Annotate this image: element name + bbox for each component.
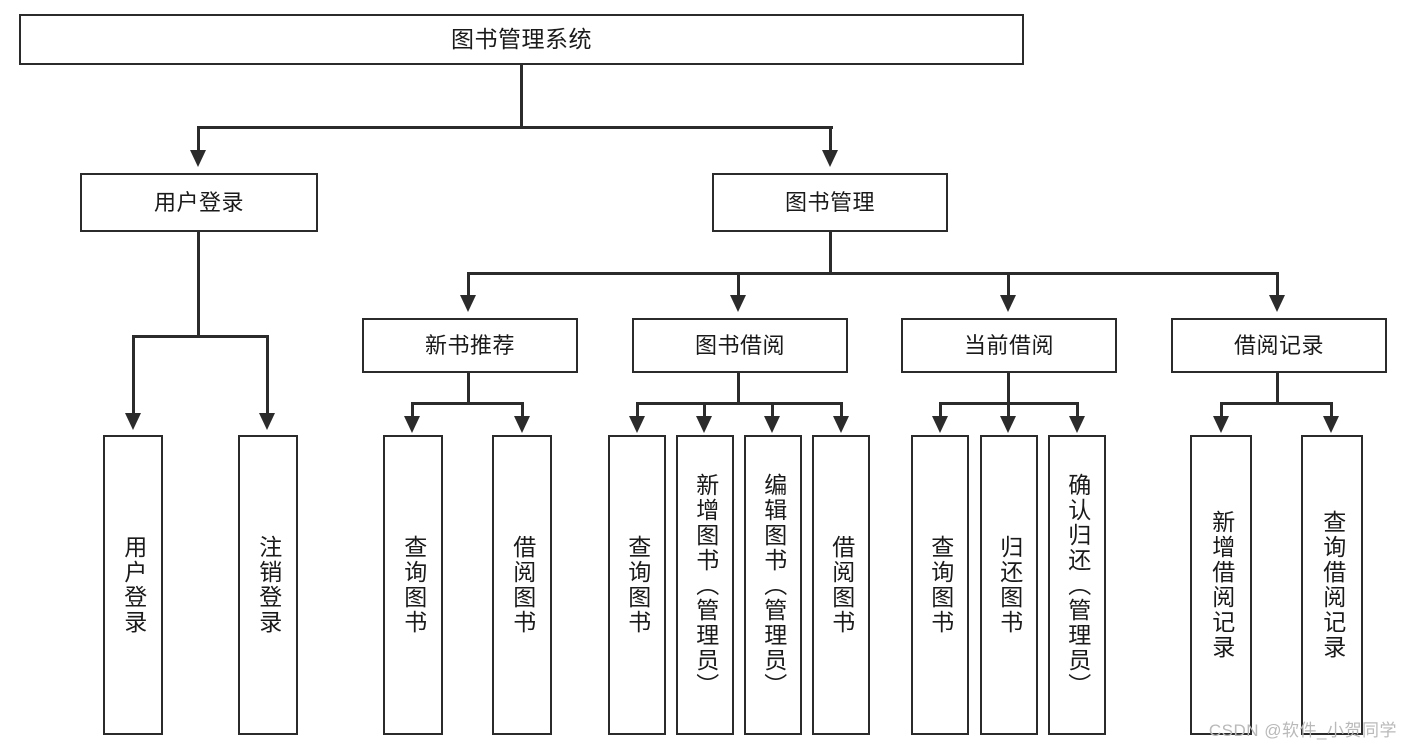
connector-current-borrow-stem [1007,373,1010,404]
connector-cb-to-leaf-1 [1007,402,1010,420]
node-current-borrow[interactable]: 当前借阅 [901,318,1117,373]
node-label: 确认归还（管理员） [1064,472,1091,698]
node-label: 编辑图书（管理员） [760,472,787,698]
node-user-login[interactable]: 用户登录 [80,173,318,232]
node-label: 注销登录 [255,535,282,635]
connector-root-to-user-login [197,126,200,154]
leaf-book-borrow-add-book-admin[interactable]: 新增图书（管理员） [676,435,734,735]
arrowhead-root-to-user-login [190,150,206,167]
leaf-current-borrow-return-book[interactable]: 归还图书 [980,435,1038,735]
connector-cb-to-leaf-2 [1076,402,1079,420]
arrowhead-bb-to-leaf-1 [696,416,712,433]
connector-root-bar [197,126,833,129]
connector-root-stem [520,65,523,128]
node-borrow-record[interactable]: 借阅记录 [1171,318,1387,373]
connector-bm-to-borrow-record [1276,272,1279,299]
connector-user-login-stem [197,232,200,337]
watermark-text: CSDN @软件_小贺同学 [1208,721,1397,740]
node-label: 借阅图书 [509,535,536,635]
connector-bb-to-leaf-3 [840,402,843,420]
node-label: 借阅记录 [1233,332,1324,358]
connector-bb-to-leaf-1 [703,402,706,420]
connector-book-borrow-bar [636,402,843,405]
arrowhead-bm-to-borrow-record [1269,295,1285,312]
leaf-user-login-logout[interactable]: 注销登录 [238,435,298,735]
connector-borrow-record-bar [1220,402,1333,405]
node-label: 用户登录 [153,189,244,215]
node-book-management[interactable]: 图书管理 [712,173,948,232]
arrowhead-bm-to-new-book [460,295,476,312]
node-label: 图书借阅 [694,332,785,358]
connector-cb-to-leaf-0 [939,402,942,420]
node-book-borrow[interactable]: 图书借阅 [632,318,848,373]
leaf-book-borrow-borrow-book[interactable]: 借阅图书 [812,435,870,735]
connector-book-management-stem [829,232,832,274]
connector-user-login-to-leaf-0 [132,335,135,417]
node-label: 归还图书 [996,535,1023,635]
leaf-book-borrow-query-book[interactable]: 查询图书 [608,435,666,735]
arrowhead-root-to-book-management [822,150,838,167]
arrowhead-bm-to-book-borrow [730,295,746,312]
leaf-current-borrow-confirm-return-admin[interactable]: 确认归还（管理员） [1048,435,1106,735]
node-label: 当前借阅 [963,332,1054,358]
leaf-new-book-query-book[interactable]: 查询图书 [383,435,443,735]
leaf-book-borrow-edit-book-admin[interactable]: 编辑图书（管理员） [744,435,802,735]
connector-new-book-to-leaf-1 [521,402,524,420]
arrowhead-cb-to-leaf-2 [1069,416,1085,433]
connector-book-borrow-stem [737,373,740,404]
node-label: 图书管理系统 [451,25,592,52]
connector-borrow-record-stem [1276,373,1279,404]
arrowhead-bm-to-current-borrow [1000,295,1016,312]
connector-bm-to-new-book [467,272,470,299]
arrowhead-cb-to-leaf-1 [1000,416,1016,433]
node-label: 新书推荐 [424,332,515,358]
arrowhead-bb-to-leaf-2 [764,416,780,433]
node-label: 查询借阅记录 [1319,510,1346,660]
arrowhead-new-book-to-leaf-0 [404,416,420,433]
arrowhead-br-to-leaf-0 [1213,416,1229,433]
connector-user-login-to-leaf-1 [266,335,269,417]
node-root-book-management-system[interactable]: 图书管理系统 [19,14,1024,65]
arrowhead-new-book-to-leaf-1 [514,416,530,433]
connector-new-book-stem [467,373,470,404]
arrowhead-bb-to-leaf-3 [833,416,849,433]
arrowhead-user-login-to-leaf-1 [259,413,275,430]
connector-new-book-bar [411,402,524,405]
node-label: 图书管理 [784,189,875,215]
node-label: 新增借阅记录 [1208,510,1235,660]
arrowhead-user-login-to-leaf-0 [125,413,141,430]
connector-user-login-bar [132,335,269,338]
leaf-user-login-login[interactable]: 用户登录 [103,435,163,735]
leaf-new-book-borrow-book[interactable]: 借阅图书 [492,435,552,735]
connector-root-to-book-management [829,126,832,154]
connector-br-to-leaf-0 [1220,402,1223,420]
arrowhead-bb-to-leaf-0 [629,416,645,433]
leaf-current-borrow-query-book[interactable]: 查询图书 [911,435,969,735]
connector-bm-to-book-borrow [737,272,740,299]
arrowhead-br-to-leaf-1 [1323,416,1339,433]
leaf-borrow-record-add-record[interactable]: 新增借阅记录 [1190,435,1252,735]
node-label: 用户登录 [120,535,147,635]
node-label: 查询图书 [400,535,427,635]
node-label: 新增图书（管理员） [692,472,719,698]
connector-bb-to-leaf-0 [636,402,639,420]
node-new-book-recommend[interactable]: 新书推荐 [362,318,578,373]
node-label: 查询图书 [624,535,651,635]
node-label: 借阅图书 [828,535,855,635]
arrowhead-cb-to-leaf-0 [932,416,948,433]
leaf-borrow-record-query-record[interactable]: 查询借阅记录 [1301,435,1363,735]
connector-bm-to-current-borrow [1007,272,1010,299]
connector-br-to-leaf-1 [1330,402,1333,420]
connector-bb-to-leaf-2 [771,402,774,420]
connector-book-management-bar [467,272,1279,275]
connector-new-book-to-leaf-0 [411,402,414,420]
node-label: 查询图书 [927,535,954,635]
